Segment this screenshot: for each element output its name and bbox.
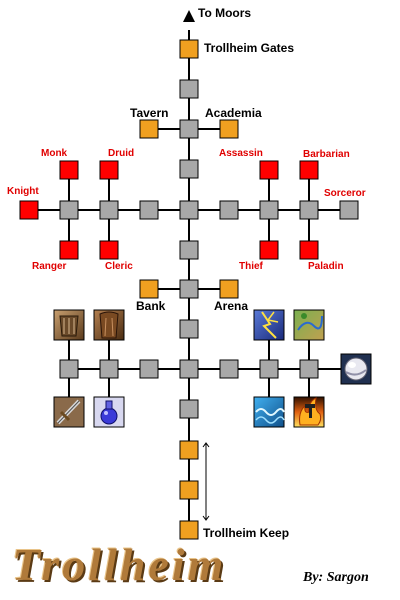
room-market-e2[interactable] [259, 359, 279, 379]
room-tavern[interactable] [139, 119, 159, 139]
room-market-e1[interactable] [219, 359, 239, 379]
guild-barbarian[interactable] [299, 160, 319, 180]
water-icon[interactable] [253, 396, 285, 428]
room-east-4[interactable] [339, 200, 359, 220]
room-label-trollheim-gates: Trollheim Gates [204, 41, 295, 55]
room-trollheim-keep[interactable] [179, 520, 199, 540]
room-west-2[interactable] [99, 200, 119, 220]
map-title-logo: Trollheim [12, 539, 227, 590]
room-east-1[interactable] [219, 200, 239, 220]
guild-label-cleric: Cleric [105, 261, 133, 272]
north-exit-arrow-icon[interactable] [183, 10, 195, 22]
lightning-icon[interactable] [253, 309, 285, 341]
guild-label-knight: Knight [7, 186, 39, 197]
room-square-south[interactable] [179, 359, 199, 379]
armor-icon[interactable] [53, 309, 85, 341]
room-market-e3[interactable] [299, 359, 319, 379]
room-trollheim-gates[interactable] [179, 39, 199, 59]
room-center[interactable] [179, 200, 199, 220]
room-square-north[interactable] [179, 119, 199, 139]
guild-thief[interactable] [259, 240, 279, 260]
room-label-tavern: Tavern [130, 106, 169, 120]
room-road-2[interactable] [179, 159, 199, 179]
guild-label-barbarian: Barbarian [303, 149, 350, 160]
room-west-1[interactable] [59, 200, 79, 220]
room-label-academia: Academia [205, 106, 262, 120]
cloak-icon[interactable] [93, 309, 125, 341]
room-road-1[interactable] [179, 79, 199, 99]
author-credit: By: Sargon [303, 570, 369, 585]
guild-label-sorceror: Sorceror [324, 188, 366, 199]
crystal-ball-icon[interactable] [340, 353, 372, 385]
guild-monk[interactable] [59, 160, 79, 180]
guild-label-assassin: Assassin [219, 148, 263, 159]
guild-druid[interactable] [99, 160, 119, 180]
guild-paladin[interactable] [299, 240, 319, 260]
guild-assassin[interactable] [259, 160, 279, 180]
fire-icon[interactable] [293, 396, 325, 428]
keep-path-marker-icon [202, 442, 210, 521]
guild-label-thief: Thief [239, 261, 263, 272]
sword-icon[interactable] [53, 396, 85, 428]
room-road-3[interactable] [179, 240, 199, 260]
room-west-3[interactable] [139, 200, 159, 220]
room-road-4[interactable] [179, 319, 199, 339]
room-arena[interactable] [219, 279, 239, 299]
room-market-w2[interactable] [99, 359, 119, 379]
room-east-2[interactable] [259, 200, 279, 220]
guild-label-paladin: Paladin [308, 261, 344, 272]
guild-label-druid: Druid [108, 148, 135, 159]
guild-label-monk: Monk [41, 148, 68, 159]
room-keep-path-1[interactable] [179, 440, 199, 460]
room-road-5[interactable] [179, 399, 199, 419]
room-market-w1[interactable] [59, 359, 79, 379]
room-east-3[interactable] [299, 200, 319, 220]
room-keep-path-2[interactable] [179, 480, 199, 500]
room-bank[interactable] [139, 279, 159, 299]
map-icon[interactable] [293, 309, 325, 341]
room-market-w3[interactable] [139, 359, 159, 379]
guild-knight[interactable] [19, 200, 39, 220]
guild-label-ranger: Ranger [32, 261, 67, 272]
room-academia[interactable] [219, 119, 239, 139]
room-label-bank: Bank [136, 299, 166, 313]
exit-label-to-moors: To Moors [198, 6, 252, 20]
room-label-arena: Arena [214, 299, 249, 313]
guild-ranger[interactable] [59, 240, 79, 260]
room-label-trollheim-keep: Trollheim Keep [203, 526, 290, 540]
guild-cleric[interactable] [99, 240, 119, 260]
potion-icon[interactable] [93, 396, 125, 428]
room-square-mid[interactable] [179, 279, 199, 299]
